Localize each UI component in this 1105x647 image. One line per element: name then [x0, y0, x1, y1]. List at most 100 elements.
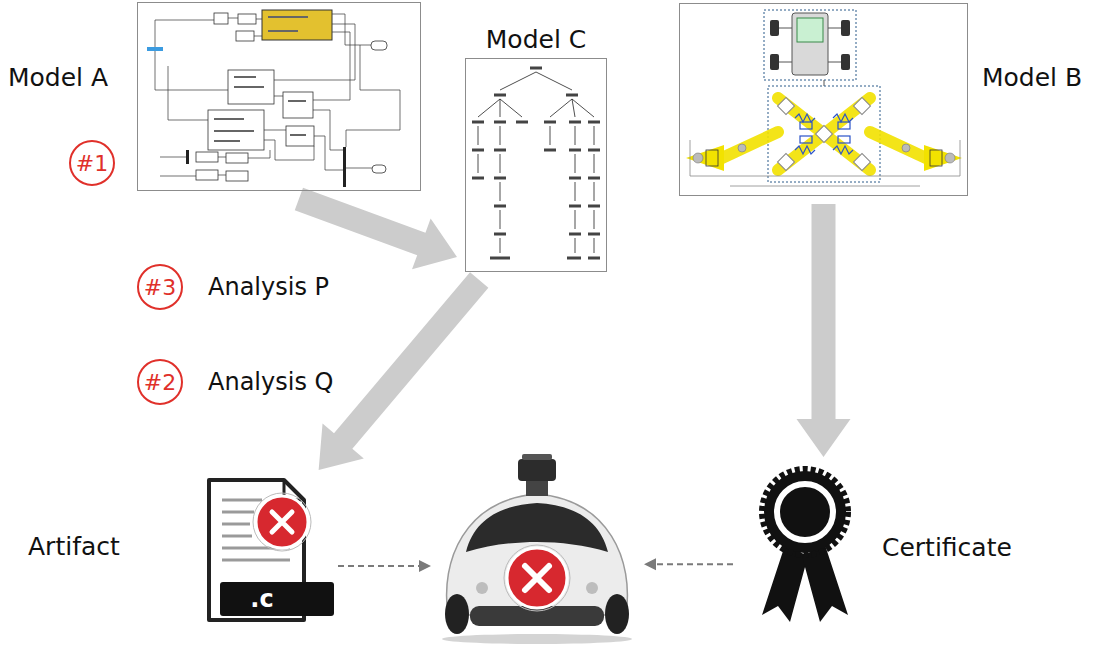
vehicle-model — [945, 153, 955, 163]
artifact-icon: Artifact.c — [206, 478, 334, 620]
simulink-model — [290, 134, 306, 136]
vehicle-model — [833, 114, 853, 122]
source-file-icon — [222, 559, 290, 562]
vehicle-model — [833, 146, 853, 154]
syntax-tree — [569, 149, 581, 152]
dashed-line — [338, 565, 419, 567]
flow-arrow — [797, 204, 851, 457]
dashed-line — [656, 563, 733, 565]
simulink-model — [155, 51, 228, 90]
simulink-model — [264, 130, 286, 131]
simulink-model — [274, 96, 283, 97]
syntax-tree — [478, 72, 594, 253]
simulink-model — [208, 110, 264, 150]
certificate-badge — [777, 484, 833, 540]
vehicle-model — [764, 10, 856, 80]
vehicle-model — [795, 146, 815, 154]
vehicle-model — [838, 136, 850, 143]
simulink-model — [286, 126, 314, 146]
vehicle-model — [930, 150, 942, 166]
simulink-model — [236, 31, 254, 41]
simulink-model — [346, 45, 400, 147]
source-file-icon — [209, 480, 334, 620]
syntax-tree — [569, 177, 581, 180]
simulink-model — [226, 153, 248, 163]
vehicle-model — [768, 86, 880, 182]
vehicle-model — [693, 144, 955, 163]
analysis-label: Analysis Q — [206, 368, 335, 397]
flow-arrow — [295, 188, 457, 270]
simulink-model — [155, 20, 214, 47]
vehicle-model — [795, 114, 853, 154]
simulink-model — [274, 24, 355, 80]
self-driving-car — [525, 566, 549, 590]
vehicle-model — [722, 132, 778, 158]
syntax-tree — [472, 149, 484, 152]
flow-arrow — [319, 272, 489, 470]
model-heading: Model C — [486, 25, 586, 55]
vehicle-model — [778, 98, 870, 170]
simulink-model — [196, 170, 218, 180]
vehicle-model — [854, 154, 871, 171]
simulink-model — [196, 13, 387, 181]
simulink-model — [147, 47, 163, 51]
syntax-tree — [567, 257, 581, 260]
simulink-model — [371, 41, 387, 50]
syntax-tree — [472, 177, 484, 180]
flow-arrow — [797, 204, 851, 457]
self-driving-car — [504, 545, 570, 611]
simulink-model — [256, 19, 262, 20]
self-driving-car — [586, 582, 598, 594]
model-heading: Model A — [8, 63, 108, 93]
callout-number: #2 — [137, 359, 183, 405]
syntax-tree — [472, 67, 600, 260]
arrow-head — [419, 560, 431, 572]
certificate-heading: Certificate — [882, 533, 1012, 563]
analysis-label: Analysis P — [206, 273, 331, 302]
vehicle-model — [792, 13, 828, 75]
model-screenshot: Model A — [137, 2, 421, 191]
self-driving-car — [442, 454, 632, 644]
vehicle-model — [686, 145, 724, 171]
syntax-tree — [472, 67, 600, 260]
simulink-model — [343, 147, 346, 187]
syntax-tree — [569, 233, 581, 236]
simulink-model — [160, 176, 196, 177]
self-driving-car — [522, 454, 552, 460]
self-driving-car — [445, 594, 469, 634]
syntax-tree — [544, 149, 556, 152]
vehicle-model — [778, 98, 871, 171]
simulink-model — [218, 157, 226, 158]
simulink-model — [214, 13, 228, 24]
simulink-model — [268, 16, 308, 18]
vehicle-model — [797, 18, 823, 42]
model-screenshot: Model C — [465, 58, 607, 272]
simulink-model — [346, 168, 372, 169]
dashed-arrow — [644, 558, 733, 570]
syntax-tree — [494, 121, 506, 124]
source-file-icon — [222, 499, 262, 502]
self-driving-car — [605, 594, 629, 634]
vehicle-model — [800, 136, 812, 143]
vehicle-model — [841, 54, 850, 70]
source-file-icon — [222, 535, 252, 538]
simulink-model — [238, 14, 256, 24]
vehicle-model — [770, 54, 779, 70]
vehicle-model — [706, 150, 942, 166]
simulink-model — [214, 118, 244, 120]
simulink-model — [228, 70, 274, 104]
vehicle-model — [902, 144, 910, 152]
syntax-tree — [588, 177, 600, 180]
source-file-icon — [222, 511, 254, 514]
syntax-tree — [530, 67, 542, 70]
simulink-model — [228, 18, 238, 19]
vehicle-model — [770, 20, 779, 36]
syntax-tree — [494, 205, 506, 208]
simulink-model — [234, 76, 256, 78]
syntax-tree — [494, 233, 506, 236]
simulink-model — [264, 140, 314, 160]
syntax-tree — [566, 94, 578, 97]
syntax-tree — [544, 121, 556, 124]
car-picture — [435, 452, 640, 645]
